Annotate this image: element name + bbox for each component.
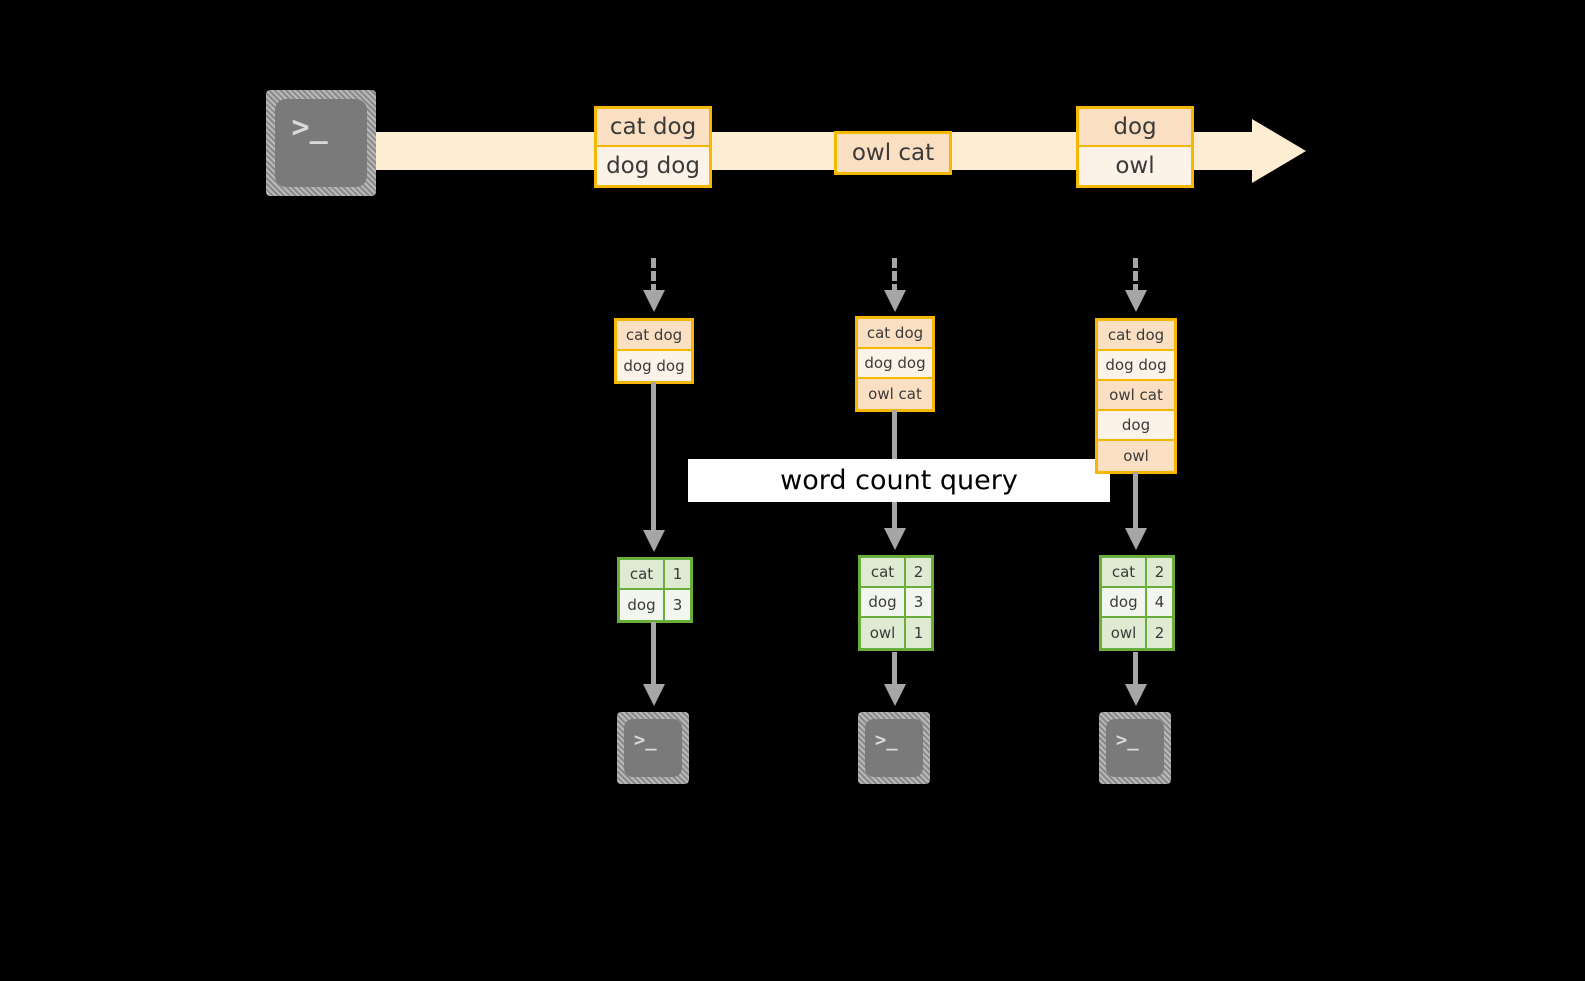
result-count: 1 (665, 560, 690, 588)
result-word: owl (1102, 618, 1147, 648)
terminal-prompt-glyph: >_ (291, 110, 328, 146)
state-row: dog dog (858, 349, 932, 379)
stream-event-line: cat dog (597, 109, 709, 147)
stream-event-box-3[interactable]: dog owl (1076, 106, 1194, 188)
arrowhead-icon (884, 528, 906, 550)
table-row: dog 3 (861, 588, 931, 618)
terminal-prompt-glyph: >_ (1115, 728, 1139, 751)
table-row: cat 1 (620, 560, 690, 590)
table-row: cat 2 (1102, 558, 1172, 588)
state-box-1[interactable]: cat dog dog dog (614, 318, 694, 384)
arrowhead-icon (643, 530, 665, 552)
stream-to-state-connector-3 (1133, 258, 1138, 294)
terminal-icon-source[interactable]: >_ (266, 90, 376, 196)
result-count: 2 (1147, 618, 1172, 648)
result-count: 4 (1147, 588, 1172, 616)
state-box-2[interactable]: cat dog dog dog owl cat (855, 316, 935, 412)
stream-event-line: dog (1079, 109, 1191, 147)
result-count: 1 (906, 618, 931, 648)
query-label: word count query (780, 465, 1018, 496)
result-count: 3 (665, 590, 690, 620)
result-to-sink-connector-2 (892, 652, 897, 688)
result-word: owl (861, 618, 906, 648)
state-row: dog dog (617, 351, 691, 381)
terminal-screen: >_ (624, 719, 682, 777)
state-row: owl cat (1098, 381, 1174, 411)
state-row: cat dog (617, 321, 691, 351)
stream-to-state-connector-1 (651, 258, 656, 294)
table-row: cat 2 (861, 558, 931, 588)
terminal-screen: >_ (865, 719, 923, 777)
result-table-1[interactable]: cat 1 dog 3 (617, 557, 693, 623)
result-word: cat (1102, 558, 1147, 586)
state-row: owl cat (858, 379, 932, 409)
stream-event-box-2[interactable]: owl cat (834, 131, 952, 175)
terminal-icon-sink-3[interactable]: >_ (1099, 712, 1171, 784)
stream-event-line: owl cat (837, 134, 949, 172)
result-count: 2 (906, 558, 931, 586)
arrowhead-icon (884, 290, 906, 312)
state-to-result-connector-3 (1133, 472, 1138, 532)
table-row: dog 3 (620, 590, 690, 620)
state-to-result-connector-1 (651, 382, 656, 534)
arrowhead-icon (643, 290, 665, 312)
state-row: dog dog (1098, 351, 1174, 381)
table-row: owl 1 (861, 618, 931, 648)
result-word: dog (861, 588, 906, 616)
result-word: dog (620, 590, 665, 620)
arrowhead-icon (1125, 528, 1147, 550)
arrowhead-icon (884, 684, 906, 706)
result-to-sink-connector-3 (1133, 652, 1138, 688)
result-count: 3 (906, 588, 931, 616)
terminal-icon-sink-1[interactable]: >_ (617, 712, 689, 784)
query-label-banner: word count query (688, 459, 1110, 502)
stream-arrow-icon (1252, 119, 1306, 183)
result-word: dog (1102, 588, 1147, 616)
table-row: dog 4 (1102, 588, 1172, 618)
state-row: cat dog (858, 319, 932, 349)
result-count: 2 (1147, 558, 1172, 586)
stream-event-line: owl (1079, 147, 1191, 185)
result-table-2[interactable]: cat 2 dog 3 owl 1 (858, 555, 934, 651)
stream-event-box-1[interactable]: cat dog dog dog (594, 106, 712, 188)
terminal-screen: >_ (275, 99, 367, 187)
stream-event-line: dog dog (597, 147, 709, 185)
state-box-3[interactable]: cat dog dog dog owl cat dog owl (1095, 318, 1177, 474)
state-row: dog (1098, 411, 1174, 441)
arrowhead-icon (643, 684, 665, 706)
terminal-prompt-glyph: >_ (633, 728, 657, 751)
state-row: owl (1098, 441, 1174, 471)
arrowhead-icon (1125, 684, 1147, 706)
terminal-screen: >_ (1106, 719, 1164, 777)
stream-to-state-connector-2 (892, 258, 897, 294)
result-to-sink-connector-1 (651, 622, 656, 688)
result-table-3[interactable]: cat 2 dog 4 owl 2 (1099, 555, 1175, 651)
terminal-icon-sink-2[interactable]: >_ (858, 712, 930, 784)
result-word: cat (620, 560, 665, 588)
arrowhead-icon (1125, 290, 1147, 312)
state-row: cat dog (1098, 321, 1174, 351)
terminal-prompt-glyph: >_ (874, 728, 898, 751)
result-word: cat (861, 558, 906, 586)
table-row: owl 2 (1102, 618, 1172, 648)
